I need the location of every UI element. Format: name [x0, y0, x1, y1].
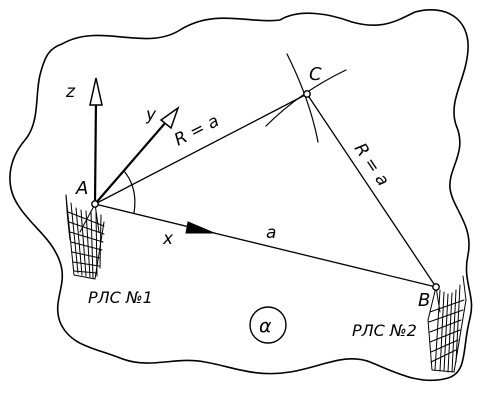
- side-ac: [94, 93, 308, 205]
- angle-arc: [123, 170, 136, 214]
- label-axis-y: y: [145, 105, 157, 125]
- label-station-1: РЛС №1: [88, 288, 153, 307]
- axis-y-arrowhead: [159, 106, 180, 130]
- label-point-a: A: [75, 178, 88, 199]
- point-b-dot: [432, 283, 440, 291]
- axis-z: [89, 77, 103, 206]
- label-side-cb: R = a: [350, 140, 393, 190]
- point-c-dot: [303, 90, 311, 98]
- label-side-ac: R = a: [171, 111, 222, 150]
- axis-y: [93, 106, 180, 206]
- label-point-c: C: [309, 64, 322, 85]
- plane-symbol-circle: [249, 306, 287, 344]
- label-station-2: РЛС №2: [352, 321, 417, 340]
- axis-x-arrowhead: [185, 221, 215, 234]
- label-point-b: B: [418, 290, 430, 311]
- label-plane: α: [259, 315, 272, 337]
- radar-station-1-antenna: [65, 194, 105, 280]
- side-cb: [306, 93, 437, 288]
- label-axis-z: z: [65, 82, 76, 102]
- label-axis-x: x: [162, 229, 174, 249]
- axis-z-arrowhead: [89, 77, 103, 106]
- point-a-dot: [91, 200, 99, 208]
- label-side-ab: a: [266, 223, 276, 243]
- arc-from-a: [265, 69, 347, 127]
- side-ab: [94, 203, 437, 288]
- arc-from-b: [286, 53, 319, 143]
- plane-outline: [9, 9, 473, 382]
- radar-station-2-antenna: [427, 275, 467, 373]
